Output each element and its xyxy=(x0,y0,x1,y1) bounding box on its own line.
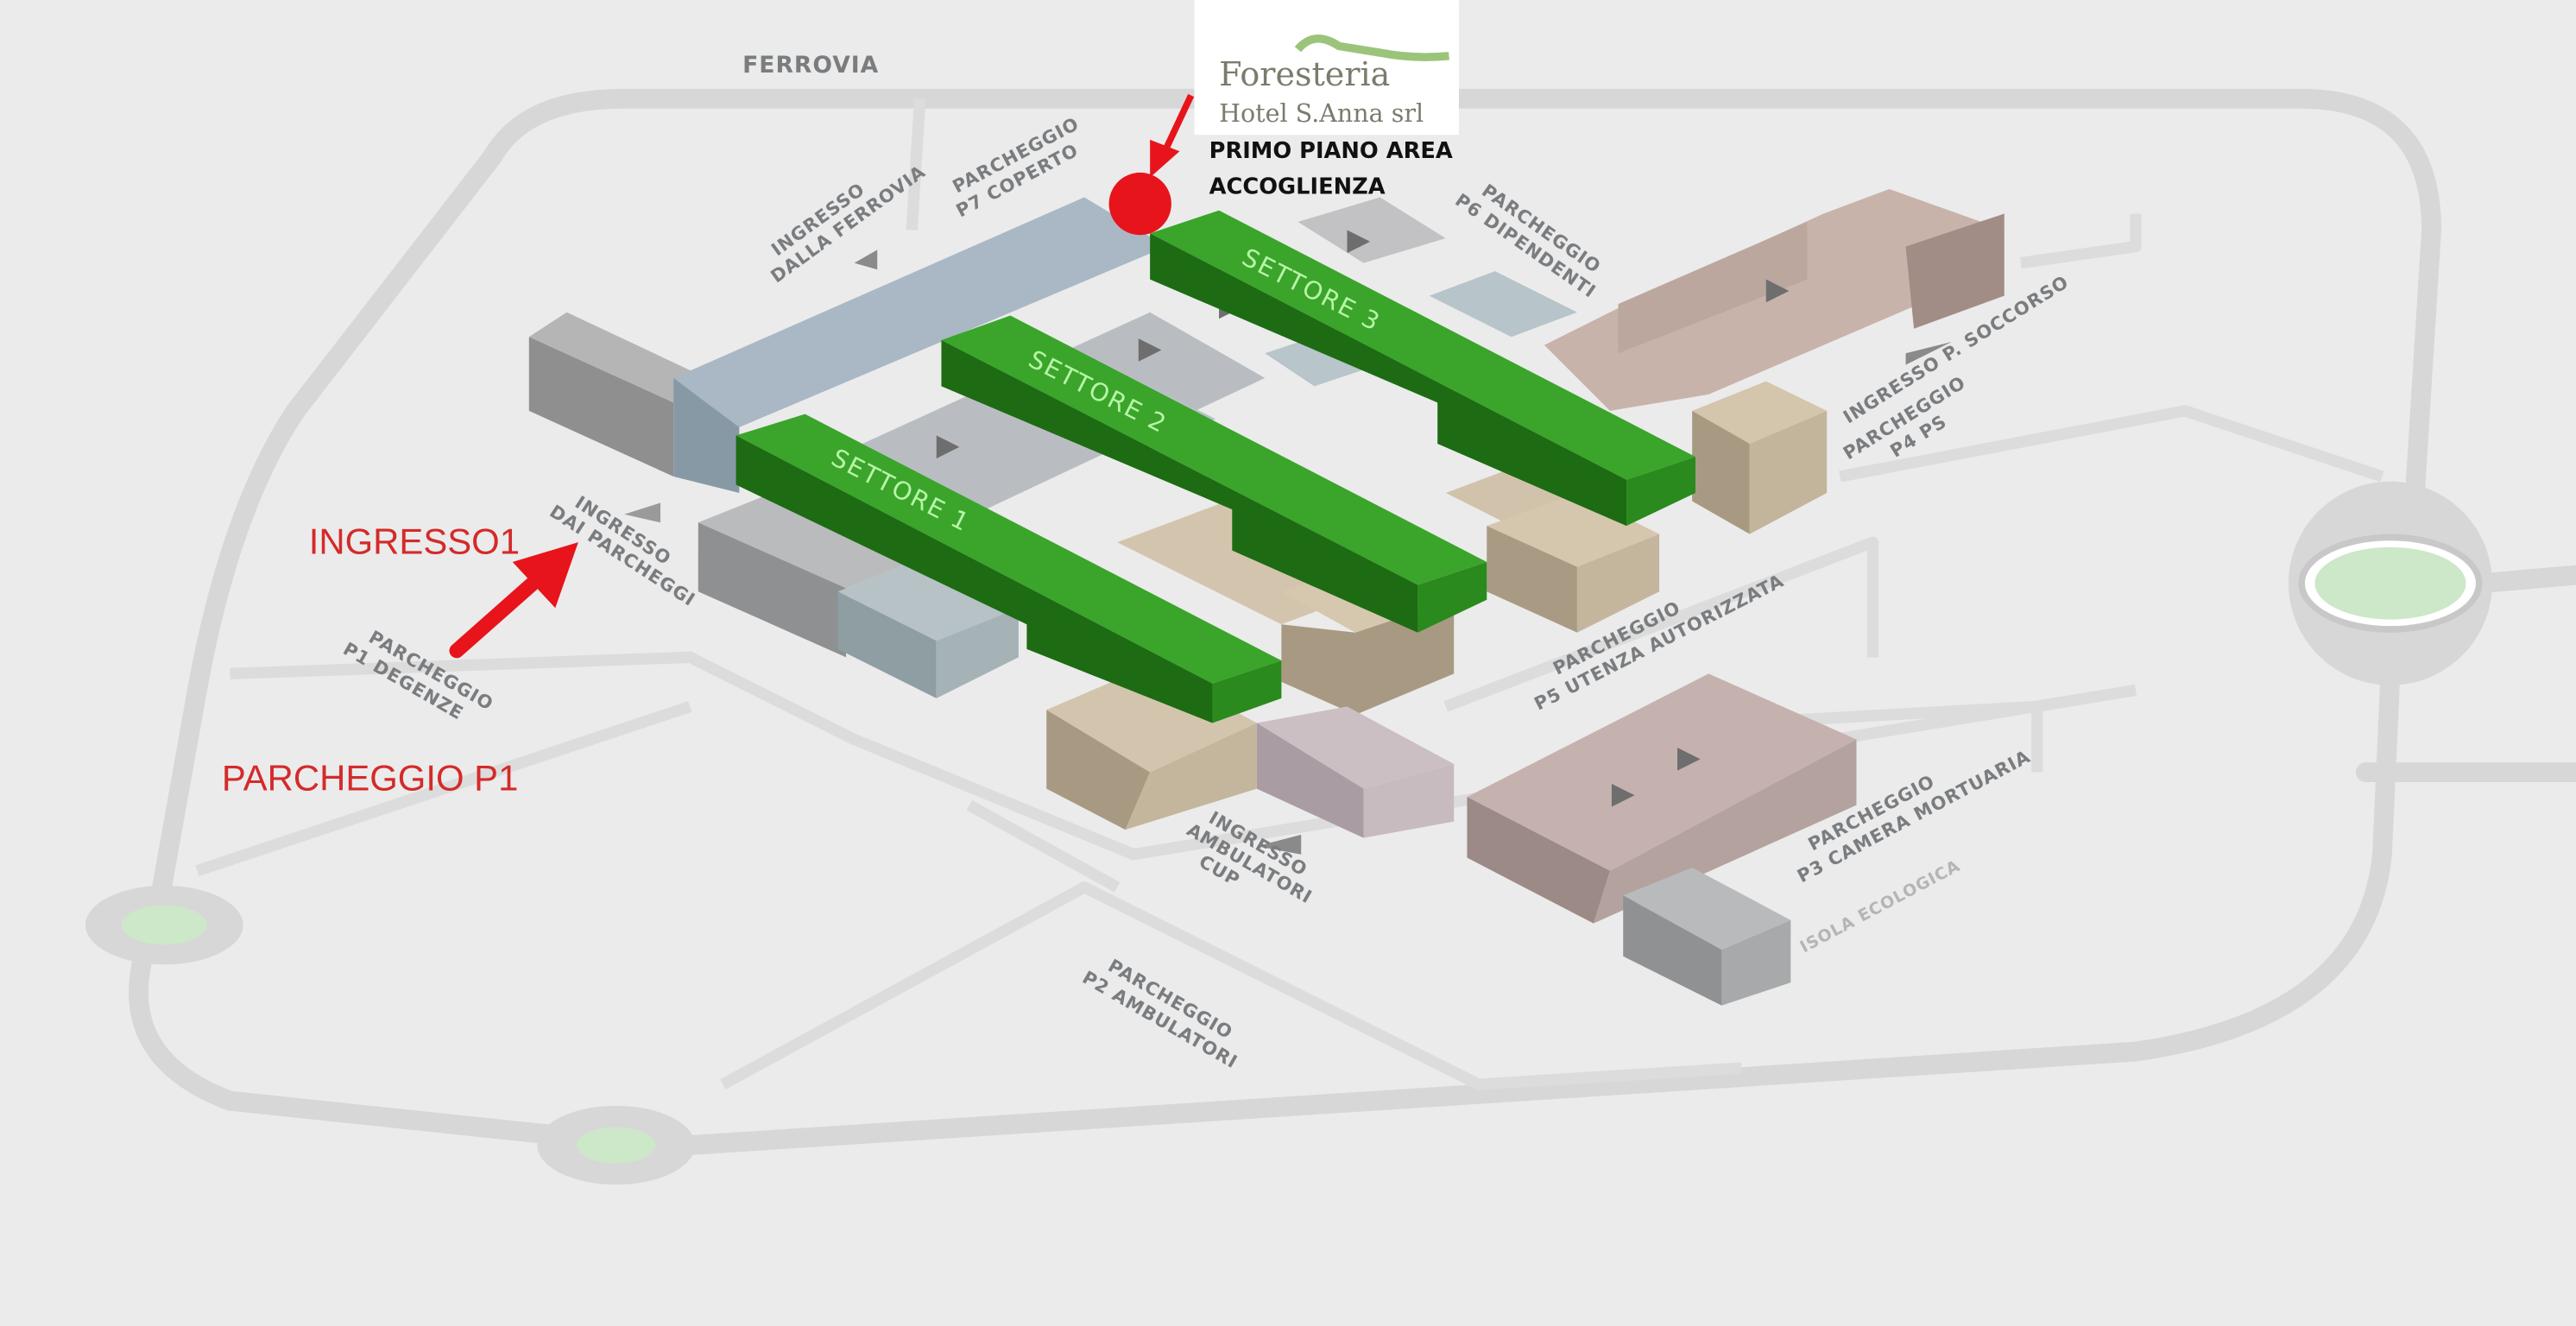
entrance-markers xyxy=(624,230,1952,855)
label-ferrovia: FERROVIA xyxy=(742,52,879,79)
hotel-logo: Foresteria Hotel S.Anna srl xyxy=(1194,0,1459,136)
roundabout-east xyxy=(2288,481,2492,685)
reception-arrow-icon xyxy=(1150,93,1195,178)
logo-line2: Hotel S.Anna srl xyxy=(1219,99,1424,128)
logo-line1: Foresteria xyxy=(1219,55,1390,93)
sector-bar-3[interactable]: SETTORE 3 xyxy=(1150,210,1695,527)
roundabout-south xyxy=(537,1105,695,1185)
entrance-arrow-icon xyxy=(449,542,578,659)
roundabout-west xyxy=(85,885,243,965)
callout-line1: PRIMO PIANO AREA xyxy=(1209,138,1453,164)
ingresso1-label: INGRESSO1 xyxy=(309,521,520,561)
reception-location-marker[interactable] xyxy=(1108,172,1171,236)
callout-line2: ACCOGLIENZA xyxy=(1209,174,1386,200)
sector-bar-1[interactable]: SETTORE 1 xyxy=(736,414,1282,723)
parcheggio-p1-label: PARCHEGGIO P1 xyxy=(222,757,518,798)
